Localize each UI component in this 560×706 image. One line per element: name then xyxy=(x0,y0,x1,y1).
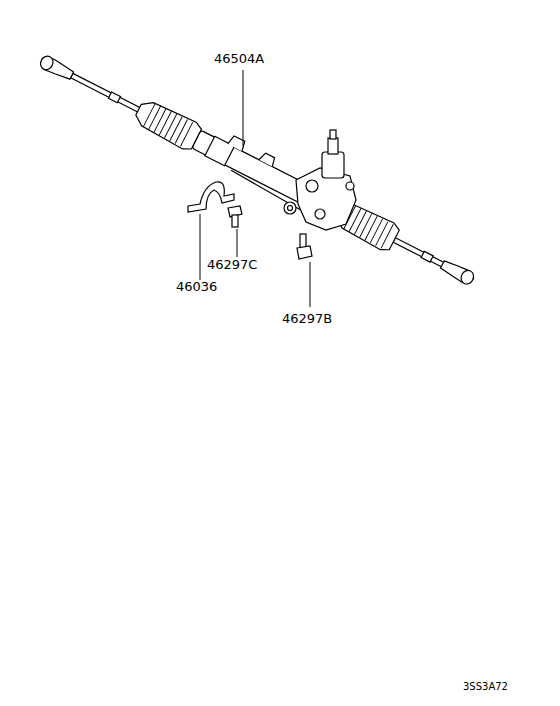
tie-rod-end xyxy=(439,258,476,286)
figure-code: 3SS3A72 xyxy=(463,682,508,692)
gear-housing xyxy=(284,130,356,230)
bolt xyxy=(297,234,312,259)
callout-number: 46036 xyxy=(176,280,217,293)
tie-rod-end xyxy=(38,54,75,82)
tie-rod xyxy=(71,73,143,113)
mount-boss xyxy=(228,135,247,151)
rack-boot xyxy=(132,96,204,152)
callout-number: 46297B xyxy=(282,312,332,325)
leader-line xyxy=(237,229,238,257)
bolt xyxy=(228,206,242,227)
lock-nut xyxy=(421,251,433,262)
leader-line xyxy=(310,262,311,307)
leader-line xyxy=(243,70,244,146)
leader-line xyxy=(200,214,201,280)
tie-rod xyxy=(393,238,447,269)
lock-nut xyxy=(108,92,120,103)
callout-number: 46297C xyxy=(207,258,257,271)
rack-assembly xyxy=(34,42,482,294)
callout-number: 46504A xyxy=(214,52,264,65)
mounting-clamp xyxy=(188,182,234,212)
mount-boss xyxy=(259,152,276,167)
